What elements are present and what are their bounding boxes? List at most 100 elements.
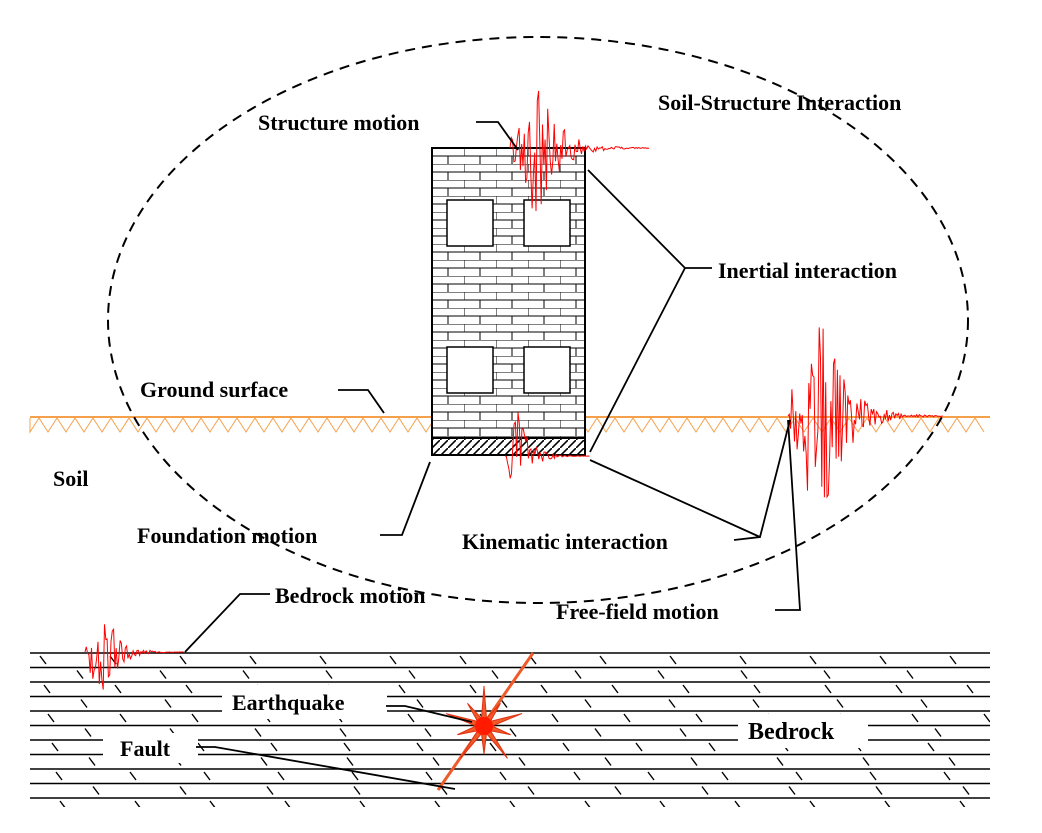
foundation — [431, 437, 586, 456]
structure-motion-leader — [476, 121, 519, 151]
bedrock-joint — [527, 786, 535, 795]
bedrock-joint — [80, 699, 88, 708]
bedrock-joint — [824, 684, 832, 694]
window-1 — [446, 199, 494, 247]
bedrock-joint — [836, 699, 844, 708]
foundation-motion-leader — [380, 461, 431, 536]
bedrock-joint — [499, 771, 507, 781]
bedrock-joint — [339, 728, 347, 737]
leader-lines — [184, 121, 801, 790]
bedrock-joint — [635, 742, 643, 752]
bedrock-joint — [682, 684, 690, 694]
bedrock-joint — [114, 684, 122, 694]
earthquake-label: Earthquake — [232, 690, 345, 715]
bedrock-joint — [359, 800, 366, 807]
bedrock-joint — [611, 684, 619, 694]
bedrock-joint — [398, 684, 406, 694]
bedrock-joint — [562, 742, 570, 752]
bedrock-joint — [943, 771, 951, 781]
bedrock-joint — [573, 771, 581, 781]
fault-label: Fault — [120, 736, 171, 761]
bedrock-joint — [277, 771, 285, 781]
bedrock-joint — [325, 670, 333, 679]
bedrock-joint — [884, 800, 891, 807]
bedrock-joint — [752, 699, 760, 708]
bedrock-joint — [983, 713, 990, 723]
bedrock-motion-label: Bedrock motion — [275, 583, 426, 608]
bedrock-joint — [623, 713, 631, 723]
bedrock-joint — [701, 786, 709, 795]
bedrock-joint — [740, 670, 748, 679]
foundation-motion-signal — [504, 412, 590, 479]
bedrock-joint — [343, 742, 351, 752]
bedrock-joint — [604, 757, 612, 766]
free-field-motion-label: Free-field motion — [556, 599, 719, 624]
bedrock-joint — [159, 670, 167, 679]
bedrock-joint — [875, 786, 883, 795]
bedrock-joint — [84, 728, 92, 737]
bedrock-joint — [734, 800, 741, 807]
bedrock-joint — [500, 699, 508, 708]
bedrock-joint — [895, 684, 903, 694]
bedrock-joint — [424, 728, 432, 737]
bedrock-joint — [753, 684, 761, 694]
bedrock-joint — [92, 786, 100, 795]
bedrock-joint — [434, 800, 441, 807]
bedrock-joint — [911, 713, 919, 723]
bedrock-motion-leader — [184, 593, 270, 653]
bedrock-joint — [164, 699, 172, 708]
fault-leader — [196, 746, 456, 790]
bedrock-joint — [119, 713, 127, 723]
bedrock-joint — [708, 742, 716, 752]
bedrock-joint — [346, 757, 354, 766]
bedrock-joint — [695, 713, 703, 723]
bedrock-joint — [823, 670, 831, 679]
bedrock-joint — [966, 684, 974, 694]
ssi-title: Soil-Structure Interaction — [658, 90, 901, 115]
ground-surface-leader — [338, 389, 385, 414]
kinematic-leader-1 — [589, 459, 761, 538]
bedrock-joint — [540, 684, 548, 694]
kinematic-leader-2 — [733, 419, 791, 541]
bedrock-joint — [959, 800, 966, 807]
bedrock-joint — [179, 786, 187, 795]
bedrock-joint — [509, 728, 517, 737]
window-2 — [523, 199, 571, 247]
bedrock-joint — [809, 655, 817, 665]
bedrock-joint — [351, 771, 359, 781]
bedrock-joint — [76, 670, 84, 679]
bedrock-joint — [809, 800, 816, 807]
bedrock-joint — [669, 655, 677, 665]
earthquake-leader — [386, 705, 473, 723]
bedrock-joint — [408, 670, 416, 679]
bedrock-joint — [51, 742, 59, 752]
bedrock-joint — [949, 655, 957, 665]
bedrock-joint — [39, 655, 47, 665]
bedrock-joint — [407, 713, 415, 723]
bedrock-joint — [518, 757, 526, 766]
bedrock-joint — [491, 670, 499, 679]
bedrock-joint — [270, 742, 278, 752]
structure-motion-signal — [509, 90, 650, 212]
ssi-boundary-ellipse — [107, 36, 969, 604]
bedrock-joint — [266, 786, 274, 795]
bedrock-joint — [179, 655, 187, 665]
bedrock-joint — [88, 757, 96, 766]
bedrock-joint — [879, 655, 887, 665]
bedrock-joint — [668, 699, 676, 708]
bedrock-joint — [584, 800, 591, 807]
bedrock-joint — [134, 800, 141, 807]
bedrock-joint — [721, 771, 729, 781]
bedrock-joint — [584, 699, 592, 708]
bedrock-joint — [254, 728, 262, 737]
free-field-motion-signal — [787, 327, 943, 499]
bedrock-joint — [242, 670, 250, 679]
inertial-leader — [587, 169, 712, 269]
bedrock-joint — [690, 757, 698, 766]
kinematic-interaction-label: Kinematic interaction — [462, 529, 668, 554]
bedrock-joint — [948, 757, 956, 766]
bedrock-joint — [862, 757, 870, 766]
structure-motion-label: Structure motion — [258, 110, 420, 135]
bedrock-joint — [869, 771, 877, 781]
